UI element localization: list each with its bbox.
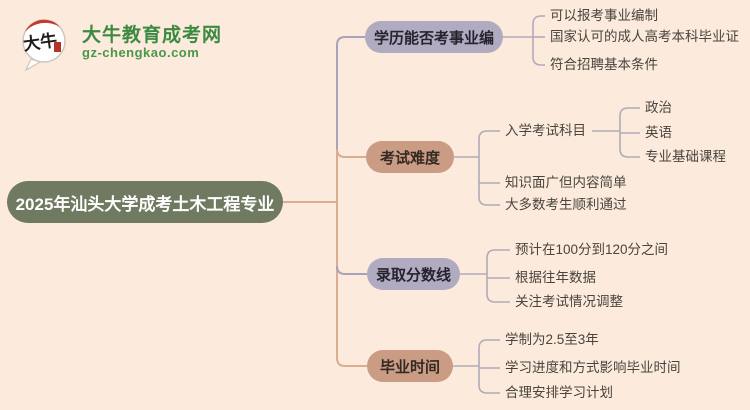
leaf-item: 关注考试情况调整 xyxy=(515,293,623,309)
leaf-item: 根据往年数据 xyxy=(515,269,596,285)
logo-domain-text: gz-chengkao.com xyxy=(82,45,200,61)
branch-node-graduation-time: 毕业时间 xyxy=(367,350,453,382)
leaf-item: 英语 xyxy=(645,124,672,140)
leaf-item: 知识面广但内容简单 xyxy=(505,174,627,190)
leaf-item: 可以报考事业编制 xyxy=(550,7,658,23)
root-label: 2025年汕头大学成考土木工程专业 xyxy=(15,194,275,214)
leaf-item: 专业基础课程 xyxy=(645,148,726,164)
leaf-item: 学习进度和方式影响毕业时间 xyxy=(505,359,681,375)
site-logo: 大牛 大牛教育成考网 gz-chengkao.com xyxy=(16,14,222,72)
branch-label: 考试难度 xyxy=(379,149,440,167)
branch-node-admission-score: 录取分数线 xyxy=(367,258,460,290)
leaf-item: 学制为2.5至3年 xyxy=(505,331,599,347)
branch-label: 毕业时间 xyxy=(379,358,440,376)
logo-brand-text: 大牛教育成考网 xyxy=(82,24,223,46)
leaf-item: 国家认可的成人高考本科毕业证 xyxy=(550,28,739,44)
leaf-item: 符合招聘基本条件 xyxy=(550,56,658,72)
svg-text:大牛: 大牛 xyxy=(22,30,58,55)
leaf-item: 大多数考生顺利通过 xyxy=(505,196,627,212)
daniu-bubble-icon: 大牛 xyxy=(22,19,66,72)
leaf-item: 入学考试科目 xyxy=(505,122,586,138)
branch-node-exam-difficulty: 考试难度 xyxy=(366,141,454,173)
leaf-item: 政治 xyxy=(645,99,672,115)
branch-node-career-eligibility: 学历能否考事业编 xyxy=(365,21,503,53)
leaf-item: 合理安排学习计划 xyxy=(505,384,613,400)
leaf-item: 预计在100分到120分之间 xyxy=(515,241,669,257)
mindmap-root-node: 2025年汕头大学成考土木工程专业 xyxy=(7,181,283,223)
branch-label: 录取分数线 xyxy=(375,266,451,284)
branch-label: 学历能否考事业编 xyxy=(373,29,494,47)
